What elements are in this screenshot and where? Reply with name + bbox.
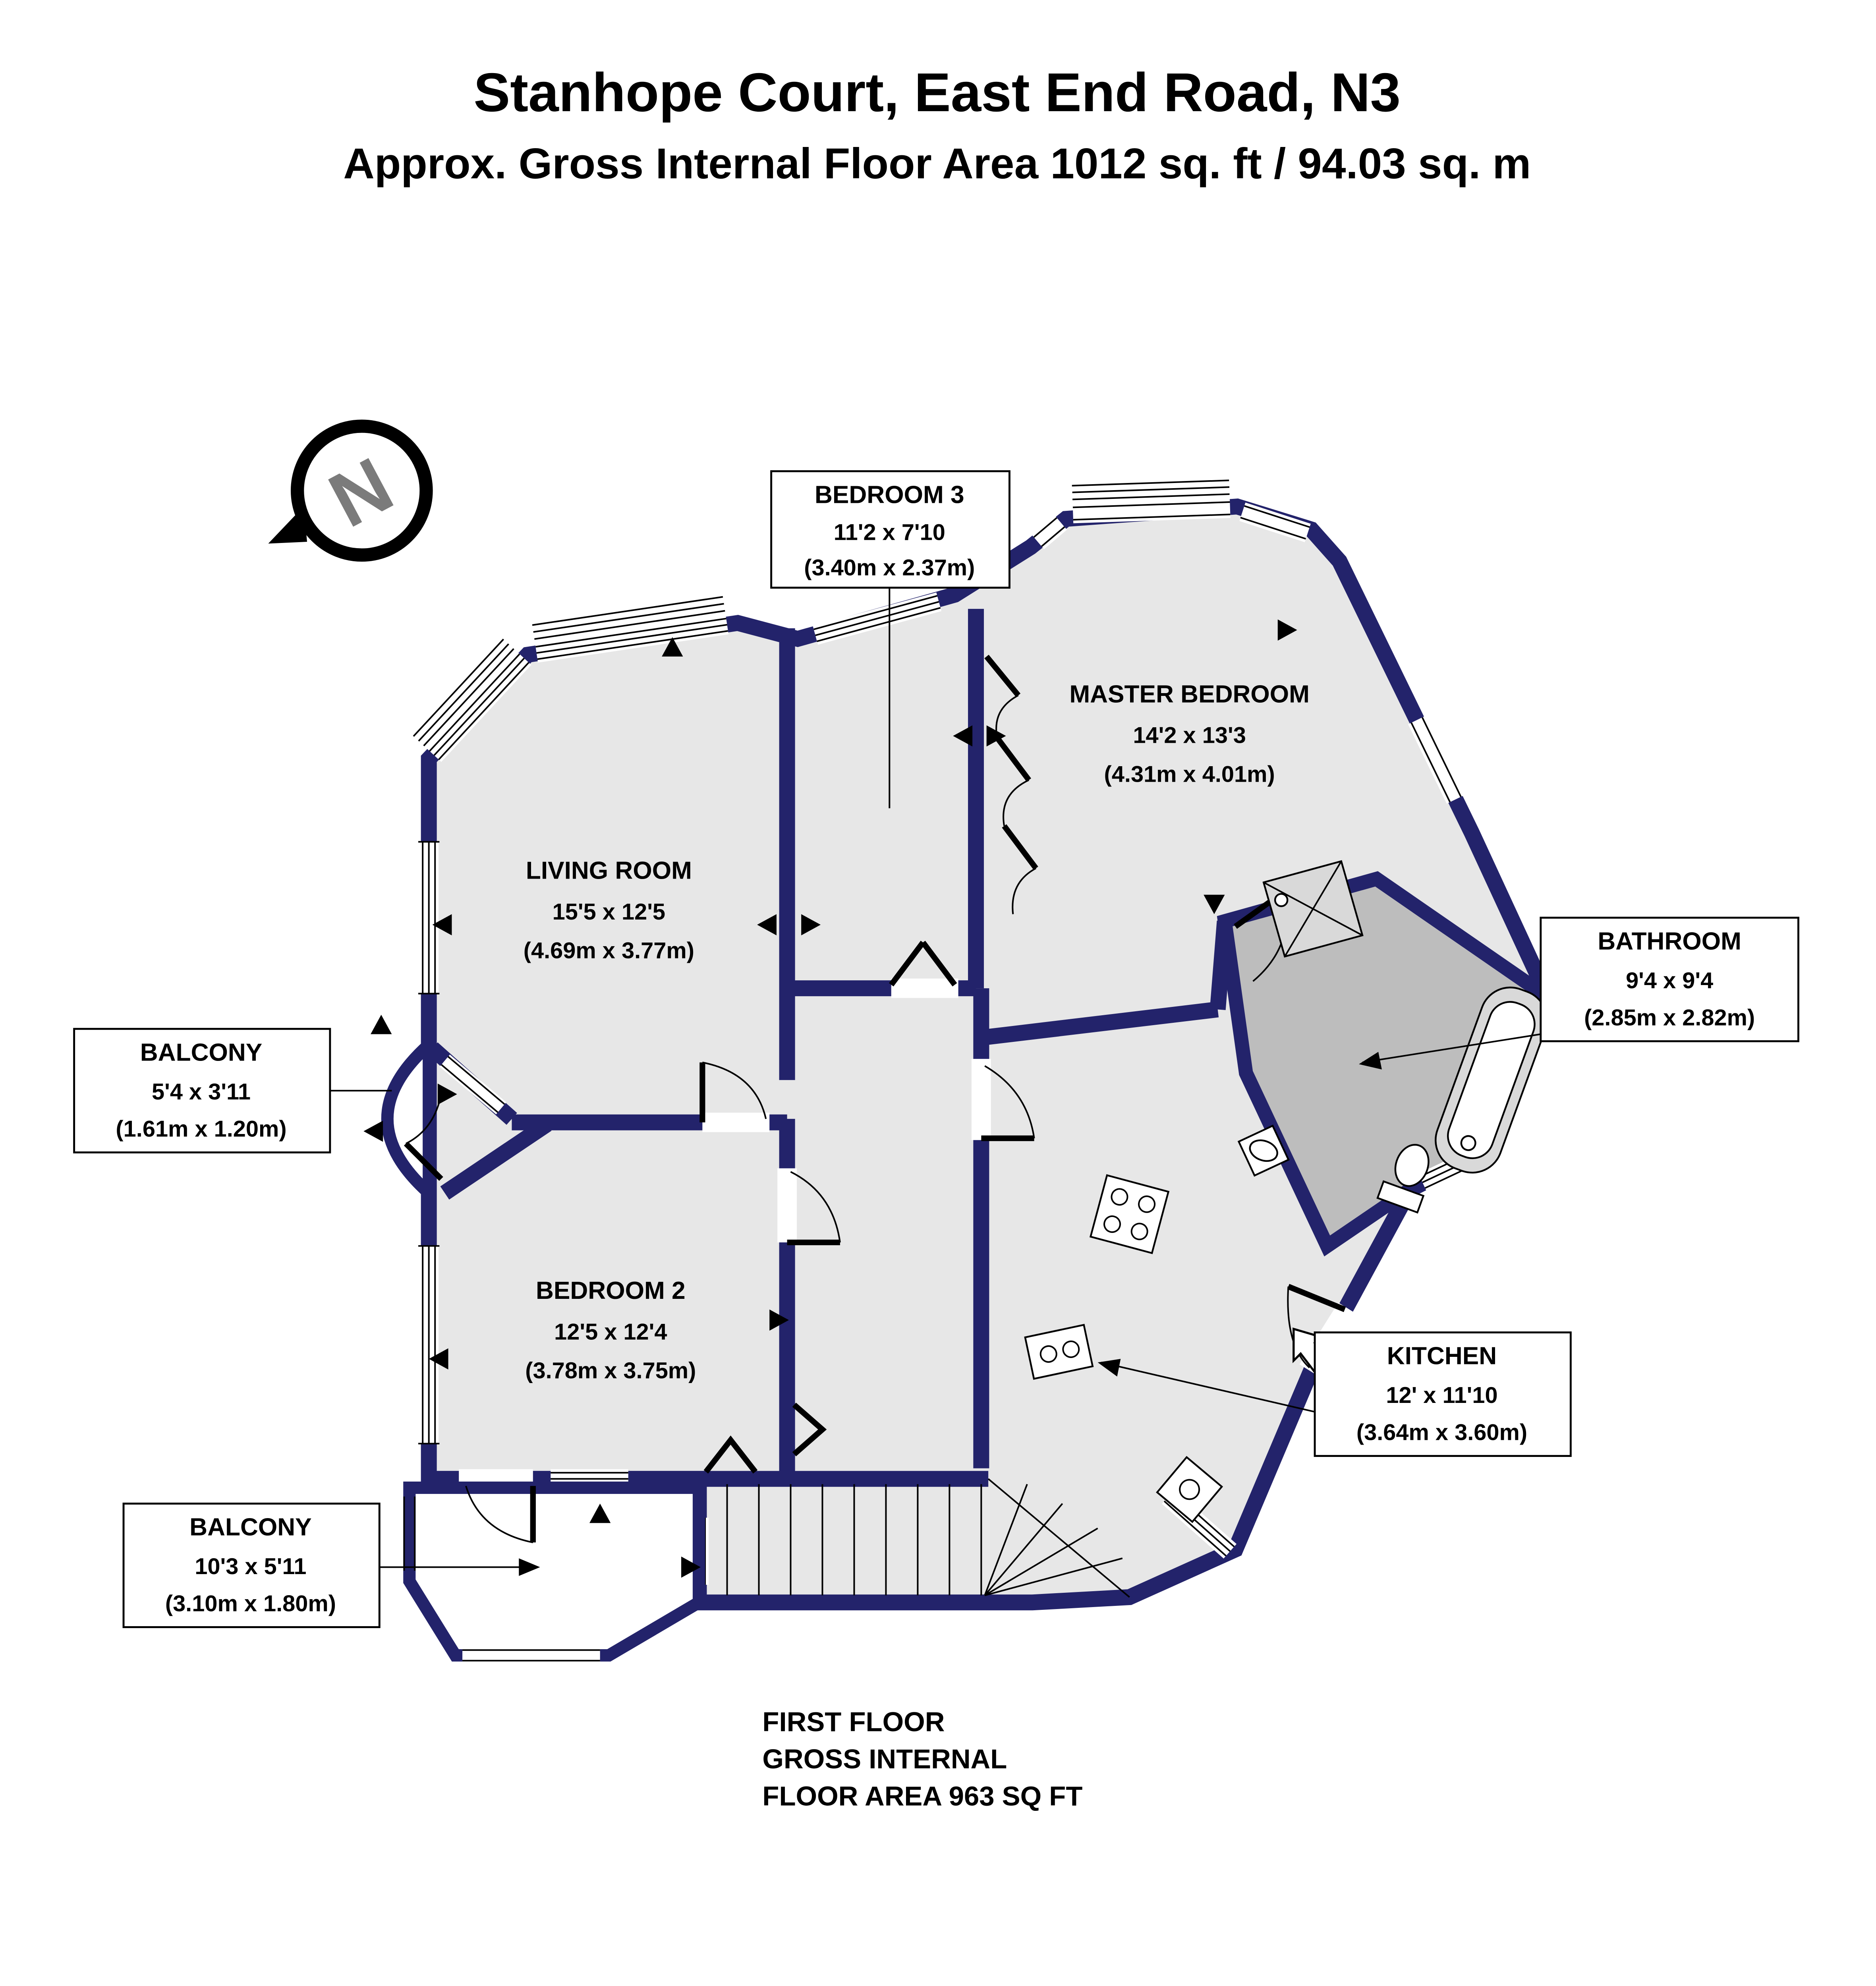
master-bedroom-dims-m: (4.31m x 4.01m) [1104, 761, 1275, 787]
page-title: Stanhope Court, East End Road, N3 Approx… [343, 62, 1531, 188]
bedroom-3-label-box [770, 470, 1010, 589]
kitchen-dims-m: (3.64m x 3.60m) [1356, 1420, 1527, 1445]
bedroom-2-dims-m: (3.78m x 3.75m) [525, 1358, 696, 1383]
balcony-bottom-label-box [122, 1503, 381, 1628]
balcony-bottom-dims-m: (3.10m x 1.80m) [165, 1591, 336, 1617]
compass-ring [291, 419, 433, 562]
living-room-name: LIVING ROOM [526, 857, 692, 885]
boxed-labels: BEDROOM 3 11'2 x 7'10 (3.40m x 2.37m) BA… [73, 470, 1799, 1628]
balcony-left-dims-m: (1.61m x 1.20m) [116, 1116, 286, 1142]
north-compass-icon: N [268, 419, 433, 562]
kitchen-name: KITCHEN [1387, 1342, 1497, 1370]
wall-arrow-icons [363, 619, 1297, 1578]
sink-unit-icon [1024, 1323, 1094, 1380]
living-room-dims-m: (4.69m x 3.77m) [524, 938, 694, 964]
floor-area-subtitle: Approx. Gross Internal Floor Area 1012 s… [343, 139, 1531, 188]
appliance-icon [1156, 1456, 1223, 1523]
balcony-bottom [403, 1481, 705, 1663]
first-floor-caption: FIRST FLOOR GROSS INTERNAL FLOOR AREA 96… [762, 1707, 1082, 1812]
bathtub-icon [1435, 986, 1548, 1174]
bedroom-3-dims-ft: 11'2 x 7'10 [834, 520, 945, 545]
sink-icon [1237, 1124, 1290, 1177]
toilet-icon [1376, 1144, 1430, 1214]
living-room-dims-ft: 15'5 x 12'5 [553, 899, 665, 925]
kitchen-dims-ft: 12' x 11'10 [1386, 1383, 1497, 1408]
kitchen-fixtures [1024, 1174, 1223, 1523]
first-floor-caption-2: GROSS INTERNAL [762, 1744, 1007, 1774]
master-bedroom-dims-ft: 14'2 x 13'3 [1133, 723, 1246, 748]
first-floor-caption-3: FLOOR AREA 963 SQ FT [762, 1781, 1082, 1811]
bathroom-fixtures [1237, 860, 1548, 1214]
balcony-bottom-name: BALCONY [189, 1513, 311, 1541]
bedroom-3-dims-m: (3.40m x 2.37m) [804, 555, 975, 580]
first-floor-plan: IN LIVING ROOM 15'5 x 12'5 (4.69m x 3.77… [73, 470, 1799, 1663]
balcony-bottom-dims-ft: 10'3 x 5'11 [195, 1554, 306, 1579]
doors [699, 655, 1346, 1474]
bedroom-2-dims-ft: 12'5 x 12'4 [554, 1319, 667, 1345]
balcony-left-name: BALCONY [140, 1039, 262, 1066]
hob-icon [1089, 1174, 1170, 1254]
bathroom-dims-m: (2.85m x 2.82m) [1584, 1005, 1755, 1030]
room-labels: LIVING ROOM 15'5 x 12'5 (4.69m x 3.77m) … [524, 680, 1310, 1383]
balcony-left [381, 1031, 443, 1207]
shower-icon [1262, 860, 1364, 958]
bedroom-3-name: BEDROOM 3 [815, 481, 964, 508]
first-floor-caption-1: FIRST FLOOR [762, 1707, 945, 1737]
master-bedroom-name: MASTER BEDROOM [1069, 680, 1310, 708]
bathroom-name: BATHROOM [1598, 927, 1741, 955]
bathroom-label-box [1540, 916, 1799, 1042]
balcony-left-label-box [73, 1028, 331, 1153]
property-title: Stanhope Court, East End Road, N3 [473, 62, 1401, 123]
balcony-left-dims-ft: 5'4 x 3'11 [152, 1079, 251, 1105]
bathroom-dims-ft: 9'4 x 9'4 [1626, 968, 1713, 993]
kitchen-label-box [1314, 1331, 1572, 1457]
bedroom-2-name: BEDROOM 2 [536, 1277, 686, 1304]
stairs-first-floor [726, 1478, 1130, 1598]
